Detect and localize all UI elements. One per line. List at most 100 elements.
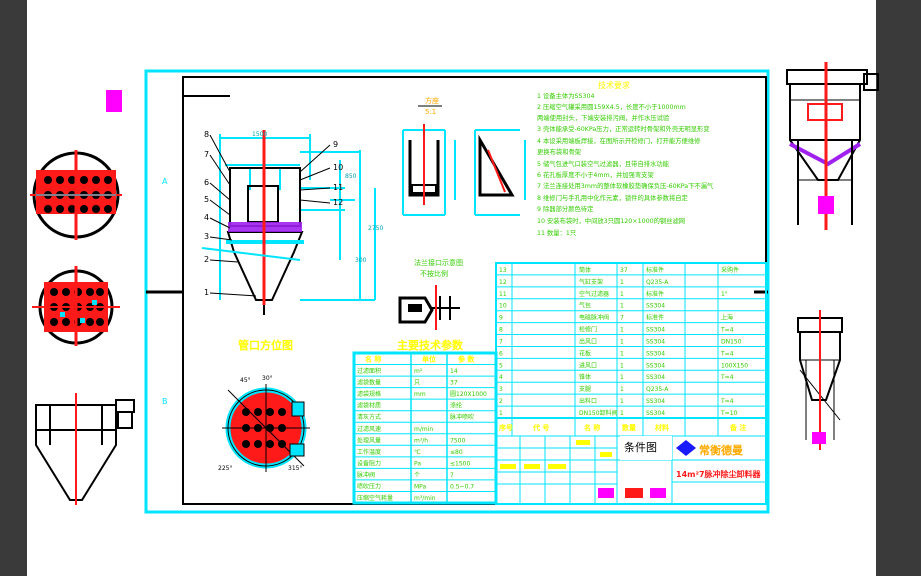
condition-drawing-label: 条件图: [624, 440, 657, 454]
right-elevation-top: [786, 62, 879, 230]
parts-header: 代 号: [532, 423, 549, 432]
leader-num-2: 2: [204, 255, 209, 264]
param-value: 14: [450, 368, 458, 375]
small-elevation-view: [35, 393, 135, 505]
param-header: 名 称: [365, 355, 381, 364]
part-qty: 1: [620, 338, 624, 345]
tech-note: 11 数量：1只: [537, 228, 576, 237]
dim-850: 850: [345, 173, 357, 180]
leader-num-7: 7: [204, 150, 209, 159]
param-unit: mm: [414, 391, 426, 398]
part-no: 12: [499, 279, 507, 286]
param-name: 设备阻力: [357, 459, 381, 467]
dim-2750: 2750: [368, 225, 383, 232]
param-header: 参 数: [458, 355, 475, 364]
param-header: 单位: [422, 355, 436, 364]
section-circle-top: [30, 150, 122, 240]
part-note: T=10: [720, 410, 738, 417]
part-material: SS304: [646, 350, 665, 357]
param-unit: 只: [414, 380, 420, 387]
part-qty: 1: [620, 386, 624, 393]
parts-header: 序号: [498, 423, 513, 432]
part-name: 支腿: [579, 385, 591, 393]
angle-225: 225°: [218, 465, 232, 472]
part-no: 5: [499, 362, 503, 369]
param-unit: m³/min: [414, 495, 436, 502]
leader-num-6: 6: [204, 178, 209, 187]
flange-note-2: 不按比例: [420, 269, 448, 278]
left-section-views: [30, 90, 135, 505]
part-name: 花板: [579, 349, 591, 357]
legend-swatch: [106, 90, 122, 112]
part-no: 2: [499, 398, 503, 405]
leader-num-5: 5: [204, 195, 209, 204]
part-material: SS304: [646, 410, 665, 417]
part-material: SS304: [646, 398, 665, 405]
part-note: T=4: [720, 374, 734, 381]
param-unit: 个: [414, 472, 420, 479]
leader-num-9: 9: [333, 140, 338, 149]
part-material: Q235-A: [646, 279, 669, 286]
param-value: 涤纶: [450, 402, 462, 410]
flange-note-1: 法兰接口示意图: [414, 258, 463, 267]
title-block: 序号 代 号 名 称 数量 材料 备 注: [495, 417, 767, 505]
leg-dim: [201, 247, 301, 261]
param-name: 处理风量: [357, 436, 381, 444]
leader-num-8: 8: [204, 130, 209, 139]
part-note: 上海: [721, 314, 733, 322]
side-label-b: B: [162, 397, 168, 406]
param-name: 压缩空气耗量: [357, 494, 393, 502]
part-material: 标准件: [646, 314, 664, 322]
detail-scale: 5:1: [425, 108, 436, 116]
right-elevation-bottom: [797, 310, 843, 450]
part-qty: 1: [620, 374, 624, 381]
tech-title: 技术要求: [598, 80, 630, 90]
part-qty: 1: [620, 362, 624, 369]
param-unit: Pa: [414, 460, 421, 467]
main-elevation: 8 7 6 5 4 3 2 1 9 10 11 12 1500 850 2750…: [201, 130, 383, 315]
param-value: 7: [450, 472, 454, 479]
part-name: 气缸支架: [579, 278, 603, 286]
part-note: T=4: [720, 350, 734, 357]
part-name: 出风口: [579, 337, 597, 345]
tech-note: 8 维修门与手孔用中化作元素，锁件的具体参数将自定: [537, 193, 689, 202]
dim-300: 300: [355, 257, 367, 264]
nozzle-orientation-plan: 管口方位图 45° 30° 225° 315°: [218, 338, 310, 472]
param-unit: m/min: [414, 426, 433, 433]
part-note: 100X150: [721, 362, 748, 369]
detail-label: 方座: [425, 96, 439, 105]
tech-note: 5 储气包进气口装空气过滤器，且带自排水功能: [537, 159, 670, 168]
leader-num-10: 10: [333, 163, 343, 172]
tech-note: 7 法兰连接处用3mm的整体软橡胶垫确保负压-60KPa下不漏气: [537, 181, 714, 190]
parts-header: 名 称: [584, 423, 600, 432]
part-no: 10: [499, 303, 507, 310]
part-no: 4: [499, 374, 503, 381]
angle-45: 45°: [240, 377, 251, 384]
part-name: 电磁脉冲阀: [579, 314, 609, 322]
technical-requirements: 技术要求 1 设备主体为SS304 2 压缩空气罐采用圆159X4.5，长度不小…: [537, 80, 714, 237]
detail-view-triangle: [474, 129, 526, 216]
part-qty: 1: [620, 291, 624, 298]
part-qty: 7: [620, 315, 624, 322]
part-qty: 1: [620, 279, 624, 286]
parts-header: 材料: [654, 423, 669, 432]
part-note: DN150: [721, 338, 742, 345]
part-no: 8: [499, 327, 503, 334]
company-logo-icon: [676, 440, 696, 456]
param-name: 滤袋材质: [357, 402, 381, 410]
part-qty: 1: [620, 410, 624, 417]
part-material: SS304: [646, 303, 665, 310]
parts-header: 数量: [622, 423, 636, 432]
part-name: 气包: [579, 302, 591, 310]
param-name: 工作温度: [357, 448, 381, 456]
part-note: T=4: [720, 327, 734, 334]
param-name: 喷吹压力: [357, 482, 381, 490]
tech-note: 1 设备主体为SS304: [537, 91, 595, 100]
detail-view-square: 方座 5:1: [402, 96, 456, 216]
dim-1500: 1500: [252, 131, 267, 138]
leader-num-4: 4: [204, 213, 209, 222]
angle-315: 315°: [288, 465, 302, 472]
